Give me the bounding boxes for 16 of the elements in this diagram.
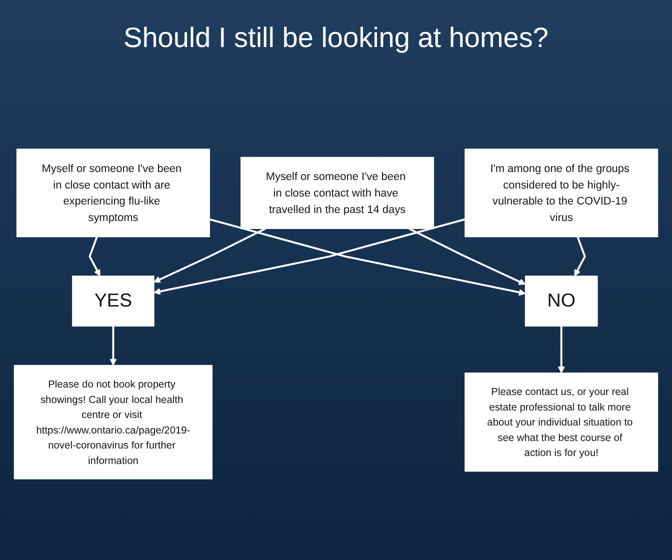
arrow — [154, 228, 266, 283]
arrow — [574, 236, 586, 276]
arrow — [209, 218, 526, 296]
node-box: Please contact us, or your real estate professional to talk more about your individual situation to see what the best course of action is for you! — [464, 372, 658, 472]
node-box: Myself or someone I've been in close contact with have travelled in the past 14 days — [240, 156, 434, 229]
arrow — [408, 228, 526, 285]
node-box: NO — [524, 276, 598, 327]
arrow — [154, 218, 466, 295]
arrow — [88, 236, 100, 276]
node-box: YES — [72, 276, 154, 327]
node-box: Please do not book property showings! Call your local health centre or visit https://www.ontario.ca/page/2019-novel-coronavirus for further information — [14, 364, 213, 480]
node-box: Myself or someone I've been in close contact with are experiencing flu-like symptoms — [16, 148, 210, 238]
title: Should I still be looking at homes? — [122, 21, 550, 55]
arrow — [110, 326, 117, 366]
arrow — [558, 326, 565, 374]
node-box: I'm among one of the groups considered to be highly-vulnerable to the COVID-19 virus — [464, 148, 658, 238]
